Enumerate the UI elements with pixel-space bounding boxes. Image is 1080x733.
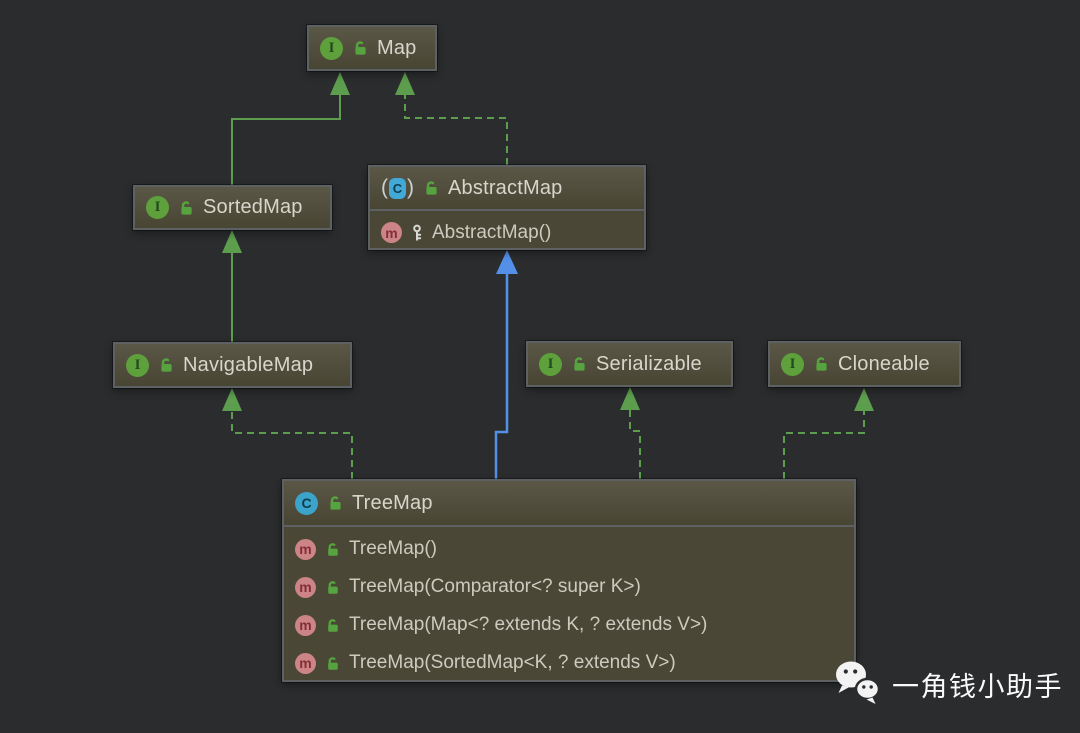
node-title: AbstractMap — [448, 176, 563, 199]
wechat-icon — [831, 658, 883, 711]
key-icon — [411, 224, 423, 242]
edge-treemap-implements-navigablemap — [222, 388, 353, 479]
member-label: TreeMap(Comparator<? super K>) — [349, 576, 641, 597]
member-label: AbstractMap() — [432, 221, 552, 243]
edge-treemap-implements-cloneable — [783, 388, 874, 479]
abstract-class-icon: (C) — [381, 175, 414, 199]
member-treemap-constructor-map[interactable]: m TreeMap(Map<? extends K, ? extends V>) — [284, 606, 854, 644]
arrowhead-icon — [222, 388, 242, 411]
node-title: Cloneable — [838, 352, 930, 375]
open-padlock-icon — [327, 495, 343, 511]
node-title: Map — [377, 36, 417, 59]
open-padlock-icon — [813, 356, 829, 372]
member-label: TreeMap(Map<? extends K, ? extends V>) — [349, 614, 708, 635]
node-map[interactable]: I Map — [307, 25, 437, 71]
edge-sortedmap-extends-map — [231, 72, 350, 185]
method-icon: m — [295, 614, 316, 636]
arrowhead-icon — [222, 230, 242, 253]
node-sortedmap[interactable]: I SortedMap — [133, 185, 332, 230]
open-padlock-icon — [352, 40, 368, 56]
interface-icon: I — [126, 353, 149, 377]
node-cloneable[interactable]: I Cloneable — [768, 341, 961, 387]
method-icon: m — [381, 222, 402, 243]
node-treemap[interactable]: C TreeMap m TreeMap() m TreeMap(Comparat… — [282, 479, 856, 682]
watermark: 一角钱小助手 — [831, 658, 1063, 711]
method-icon: m — [295, 576, 316, 598]
node-title: TreeMap — [352, 491, 433, 514]
open-padlock-icon — [325, 618, 340, 633]
method-icon: m — [295, 538, 316, 560]
open-padlock-icon — [325, 656, 340, 671]
member-treemap-constructor-noargs[interactable]: m TreeMap() — [284, 530, 854, 568]
member-treemap-constructor-comparator[interactable]: m TreeMap(Comparator<? super K>) — [284, 568, 854, 606]
node-navigablemap[interactable]: I NavigableMap — [113, 342, 352, 388]
node-title: NavigableMap — [183, 353, 314, 376]
node-abstractmap[interactable]: (C) AbstractMap m AbstractMap() — [368, 165, 646, 250]
open-padlock-icon — [325, 542, 340, 557]
member-abstractmap-constructor[interactable]: m AbstractMap() — [370, 214, 644, 251]
open-padlock-icon — [571, 356, 587, 372]
open-padlock-icon — [423, 180, 439, 196]
arrowhead-icon — [395, 72, 415, 95]
edge-abstractmap-implements-map — [395, 72, 508, 165]
node-title: SortedMap — [203, 196, 303, 218]
open-padlock-icon — [325, 580, 340, 595]
open-padlock-icon — [178, 200, 194, 216]
edge-navigablemap-extends-sortedmap — [222, 230, 242, 342]
arrowhead-icon — [496, 250, 518, 274]
node-serializable[interactable]: I Serializable — [526, 341, 733, 387]
interface-icon: I — [146, 196, 169, 219]
edge-treemap-implements-serializable — [620, 387, 641, 479]
interface-icon: I — [320, 36, 343, 60]
arrowhead-icon — [330, 72, 350, 95]
member-label: TreeMap(SortedMap<K, ? extends V>) — [349, 652, 676, 673]
node-title: Serializable — [596, 352, 702, 375]
method-icon: m — [295, 652, 316, 674]
watermark-text: 一角钱小助手 — [892, 672, 1063, 702]
member-treemap-constructor-sortedmap[interactable]: m TreeMap(SortedMap<K, ? extends V>) — [284, 644, 854, 682]
class-icon: C — [295, 491, 318, 515]
arrowhead-icon — [854, 388, 874, 411]
interface-icon: I — [781, 352, 804, 376]
member-label: TreeMap() — [349, 538, 437, 559]
open-padlock-icon — [158, 357, 174, 373]
edge-treemap-extends-abstractmap — [494, 250, 518, 479]
arrowhead-icon — [620, 387, 640, 410]
interface-icon: I — [539, 352, 562, 376]
